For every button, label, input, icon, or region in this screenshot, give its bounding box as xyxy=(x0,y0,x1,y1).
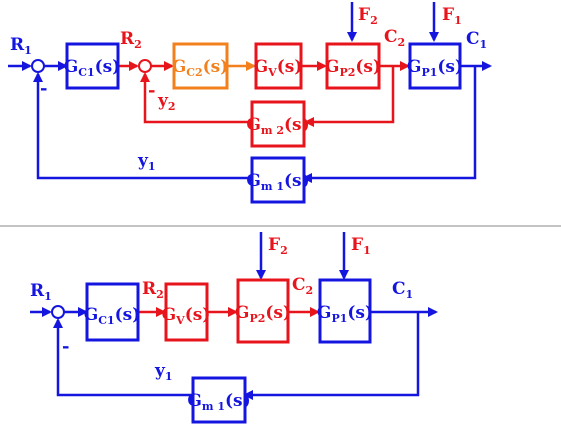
bottom-signal-r1: R1 xyxy=(30,281,52,303)
bottom-block-gp1 xyxy=(318,278,372,344)
top-block-gp2 xyxy=(325,42,381,90)
top-block-gc1 xyxy=(65,42,120,90)
bottom-wire-y1 xyxy=(53,318,193,397)
top-wire-outer-feedback xyxy=(302,66,477,183)
top-signal-y2: y2 xyxy=(157,91,176,113)
top-minus-sign-1: - xyxy=(40,78,47,99)
top-signal-c1: C1 xyxy=(466,29,487,51)
bottom-sum-junction xyxy=(51,305,65,319)
bottom-block-gc1 xyxy=(85,282,140,342)
top-block-gv-label: GV(s) xyxy=(254,57,303,79)
bottom-block-gm1 xyxy=(191,376,247,424)
top-sum-junction-1 xyxy=(31,59,45,73)
bottom-signal-r2: R2 xyxy=(142,279,164,301)
top-block-gm1 xyxy=(250,156,306,204)
bottom-block-gv xyxy=(164,282,209,342)
top-block-gc1-label: GC1(s) xyxy=(64,57,121,79)
bottom-block-gc1-label: GC1(s) xyxy=(84,305,141,327)
bottom-block-gm1-label: Gm 1(s) xyxy=(187,391,250,413)
bottom-diagram: GC1(s) GV(s) GP2(s) GP1(s) Gm 1(s) R1 R2… xyxy=(30,232,438,424)
bottom-block-gp2-label: GP2(s) xyxy=(235,303,291,325)
top-wire-inner-feedback xyxy=(304,66,395,127)
bottom-signal-f2: F2 xyxy=(268,235,288,257)
top-signal-f2: F2 xyxy=(358,5,378,27)
top-wire-y2 xyxy=(140,72,252,124)
bottom-signal-c1: C1 xyxy=(392,279,413,301)
top-block-gc2 xyxy=(172,42,229,90)
top-minus-sign-2: - xyxy=(148,80,155,101)
bottom-block-gv-label: GV(s) xyxy=(162,305,211,327)
bottom-block-gp1-label: GP1(s) xyxy=(317,303,373,325)
top-block-gp2-label: GP2(s) xyxy=(325,57,381,79)
top-signal-c2: C2 xyxy=(384,27,405,49)
top-block-gm1-label: Gm 1(s) xyxy=(246,171,309,193)
top-diagram: GC1(s) GC2(s) GV(s) GP2(s) GP1(s) Gm 2(s… xyxy=(8,2,492,204)
bottom-signal-c2: C2 xyxy=(292,275,313,297)
top-signal-f1: F1 xyxy=(442,5,462,27)
bottom-wire-feedback xyxy=(243,312,420,400)
top-signal-r1: R1 xyxy=(10,35,32,57)
top-block-gv xyxy=(254,42,303,90)
top-block-gm2 xyxy=(250,100,306,148)
bottom-signal-y1: y1 xyxy=(154,361,173,383)
top-sum-junction-2 xyxy=(138,59,152,73)
top-block-gp1-label: GP1(s) xyxy=(407,57,463,79)
top-signal-y1: y1 xyxy=(137,151,156,173)
top-block-gc2-label: GC2(s) xyxy=(172,57,229,79)
top-wire-y1 xyxy=(33,72,252,180)
bottom-block-gp2 xyxy=(236,278,290,344)
bottom-signal-f1: F1 xyxy=(351,235,371,257)
top-block-gp1 xyxy=(408,42,462,90)
top-signal-r2: R2 xyxy=(120,29,142,51)
top-block-gm2-label: Gm 2(s) xyxy=(246,115,309,137)
bottom-minus-sign: - xyxy=(62,336,69,357)
